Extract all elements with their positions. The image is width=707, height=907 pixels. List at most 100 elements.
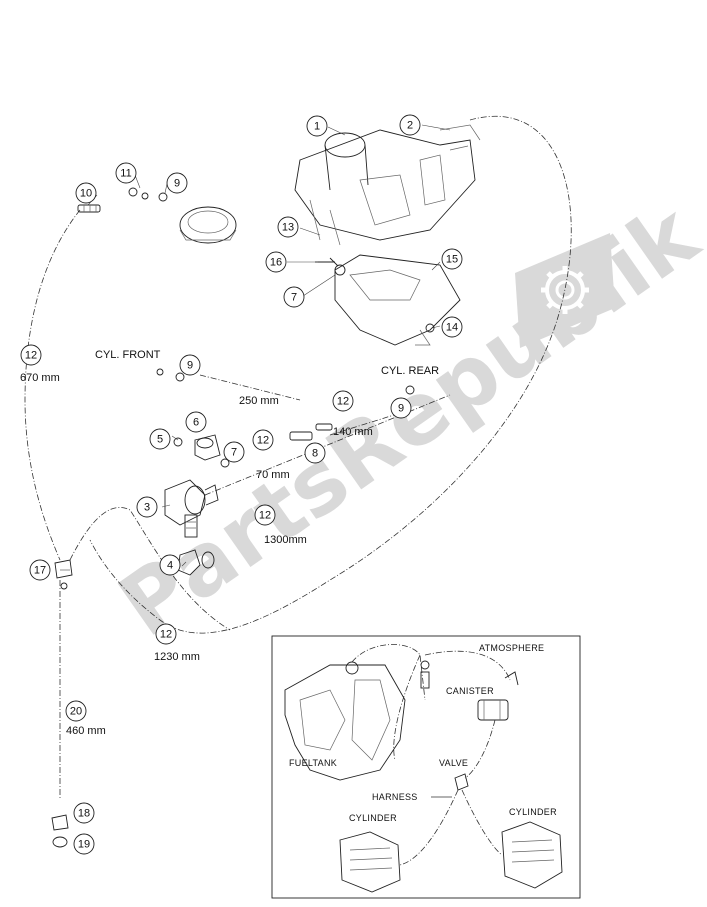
callout-c14: 14 <box>441 316 463 338</box>
label-cyl-front: CYL. FRONT <box>95 349 161 361</box>
callout-number: 5 <box>157 434 163 446</box>
label-460mm: 460 mm <box>66 725 106 737</box>
callout-circle <box>29 559 51 581</box>
callout-c5: 5 <box>149 428 171 450</box>
callout-number: 7 <box>291 292 297 304</box>
callout-circle <box>223 441 245 463</box>
inset-label-cylinder-right: CYLINDER <box>509 807 557 817</box>
callout-c6: 6 <box>185 411 207 433</box>
callout-number: 4 <box>167 560 173 572</box>
callout-c15: 15 <box>441 248 463 270</box>
callout-number: 12 <box>259 510 271 522</box>
callout-circle <box>73 802 95 824</box>
inset-canister-shape <box>477 699 509 721</box>
canister-bracket <box>334 254 461 346</box>
callout-c2: 2 <box>399 114 421 136</box>
callout-number: 18 <box>78 808 90 820</box>
hose-250 <box>199 374 301 401</box>
callout-circle <box>441 316 463 338</box>
inset-label-harness: HARNESS <box>372 792 418 802</box>
callout-c13: 13 <box>277 216 299 238</box>
small-fittings-top <box>77 187 346 276</box>
callout-circle <box>277 216 299 238</box>
callout-number: 12 <box>257 435 269 447</box>
callout-circle <box>20 344 42 366</box>
callout-c11: 11 <box>115 162 137 184</box>
callout-circle <box>304 442 326 464</box>
callout-number: 7 <box>231 447 237 459</box>
callout-c20: 20 <box>65 700 87 722</box>
callout-number: 1 <box>314 121 320 133</box>
hose-outer-loop <box>89 115 572 634</box>
inset-label-canister: CANISTER <box>446 686 494 696</box>
callout-number: 9 <box>174 178 180 190</box>
callout-c3: 3 <box>136 496 158 518</box>
label-140mm: 140 mm <box>333 426 373 438</box>
callout-circle <box>159 554 181 576</box>
callout-number: 19 <box>78 839 90 851</box>
callout-circle <box>283 286 305 308</box>
callout-number: 16 <box>270 257 282 269</box>
inset-label-fueltank: FUELTANK <box>289 758 337 768</box>
callout-c17: 17 <box>29 559 51 581</box>
inset-label-cylinder-left: CYLINDER <box>349 813 397 823</box>
callout-circle <box>399 114 421 136</box>
label-70mm: 70 mm <box>256 469 290 481</box>
rollover-valve-assembly <box>156 368 415 576</box>
inset-fueltank-shape <box>284 664 406 781</box>
callout-number: 12 <box>25 350 37 362</box>
inset-cylinder-left-shape <box>339 831 401 893</box>
inset-frame <box>271 635 581 899</box>
callout-circle <box>306 115 328 137</box>
label-670mm: 670 mm <box>20 372 60 384</box>
callout-circle <box>252 429 274 451</box>
callout-circle <box>254 504 276 526</box>
inset-valve-shape <box>454 773 469 791</box>
callout-c9c: 9 <box>390 397 412 419</box>
callout-c9a: 9 <box>166 172 188 194</box>
callout-circle <box>179 354 201 376</box>
callout-circle <box>155 623 177 645</box>
label-cyl-rear: CYL. REAR <box>381 365 439 377</box>
callout-number: 14 <box>446 322 458 334</box>
hose-fittings-left <box>51 559 73 848</box>
callout-number: 15 <box>446 254 458 266</box>
callout-number: 8 <box>312 448 318 460</box>
callout-c7a: 7 <box>283 286 305 308</box>
callout-c18: 18 <box>73 802 95 824</box>
callout-circle <box>166 172 188 194</box>
leader-lines <box>60 124 451 571</box>
label-250mm: 250 mm <box>239 395 279 407</box>
callout-c8: 8 <box>304 442 326 464</box>
callout-c9b: 9 <box>179 354 201 376</box>
callout-number: 9 <box>187 360 193 372</box>
label-1230mm: 1230 mm <box>154 651 200 663</box>
callout-c12a: 12 <box>20 344 42 366</box>
callout-number: 17 <box>34 565 46 577</box>
callout-c12d: 12 <box>254 504 276 526</box>
callout-c10: 10 <box>75 182 97 204</box>
callout-number: 3 <box>144 502 150 514</box>
callout-circle <box>441 248 463 270</box>
callout-c12e: 12 <box>155 623 177 645</box>
callout-circle <box>149 428 171 450</box>
callout-number: 2 <box>407 120 413 132</box>
callout-c16: 16 <box>265 251 287 273</box>
callout-c12c: 12 <box>252 429 274 451</box>
inset-label-valve: VALVE <box>439 758 468 768</box>
callout-number: 6 <box>193 417 199 429</box>
callout-number: 10 <box>80 188 92 200</box>
hose-1230 <box>69 507 231 631</box>
callout-circle <box>265 251 287 273</box>
canister-assembly <box>294 124 481 246</box>
callout-c12b: 12 <box>332 390 354 412</box>
callout-c7b: 7 <box>223 441 245 463</box>
callout-circle <box>332 390 354 412</box>
callout-circle <box>390 397 412 419</box>
callout-c19: 19 <box>73 833 95 855</box>
callout-circle <box>75 182 97 204</box>
callout-c1: 1 <box>306 115 328 137</box>
